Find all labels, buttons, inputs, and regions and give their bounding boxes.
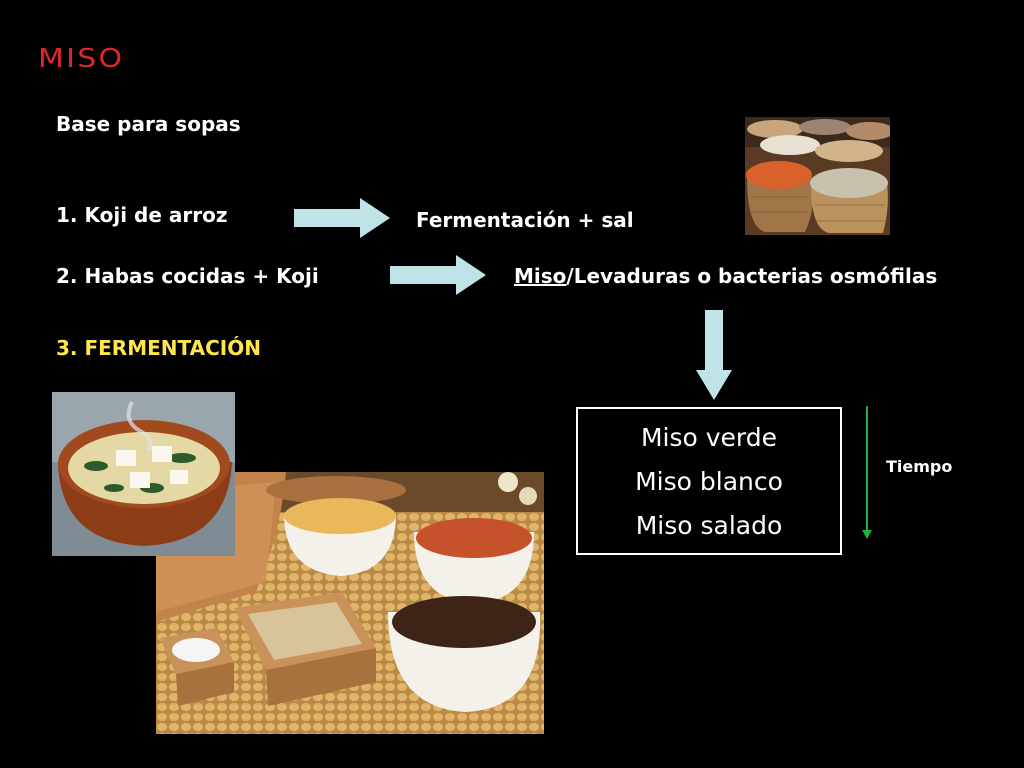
step-1-label: 1. Koji de arroz xyxy=(56,203,228,227)
miso-type: Miso salado xyxy=(635,510,783,540)
step-2-result-miso: Miso xyxy=(514,264,567,288)
slide-title: MISO xyxy=(38,44,125,74)
right-arrow-icon xyxy=(294,198,390,238)
grains-photo xyxy=(745,117,890,235)
step-2-label: 2. Habas cocidas + Koji xyxy=(56,264,319,288)
miso-type: Miso blanco xyxy=(635,466,783,496)
step-2-result: Miso/Levaduras o bacterias osmófilas xyxy=(514,264,937,288)
step-2-result-rest: /Levaduras o bacterias osmófilas xyxy=(566,264,938,288)
miso-types-box: Miso verde Miso blanco Miso salado xyxy=(576,407,842,555)
time-arrow-icon xyxy=(862,406,872,539)
right-arrow-icon xyxy=(390,255,486,295)
down-arrow-icon xyxy=(696,310,732,400)
subtitle: Base para sopas xyxy=(56,112,241,136)
miso-soup-photo xyxy=(52,392,235,556)
step-1-result: Fermentación + sal xyxy=(416,208,634,232)
step-3-label: 3. FERMENTACIÓN xyxy=(56,336,261,360)
time-label: Tiempo xyxy=(886,457,953,476)
miso-type: Miso verde xyxy=(640,422,778,452)
